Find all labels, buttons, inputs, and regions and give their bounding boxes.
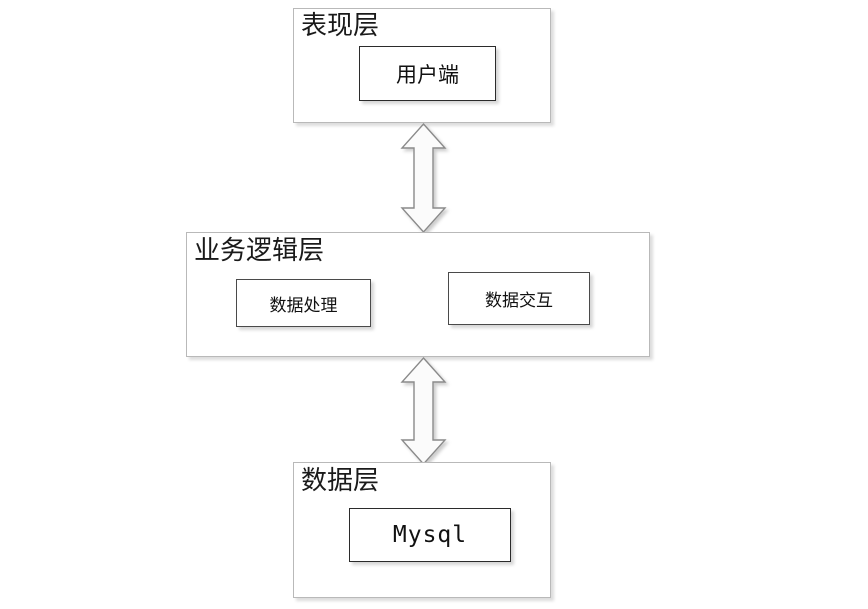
layer-title-data: 数据层	[301, 466, 380, 496]
connector-presentation-to-business[interactable]	[400, 122, 447, 234]
layer-title-presentation: 表现层	[301, 11, 380, 41]
component-label-client: 用户端	[396, 62, 459, 87]
component-label-data-interaction: 数据交互	[485, 291, 553, 311]
component-box-client[interactable]: 用户端	[359, 46, 496, 101]
component-box-data-processing[interactable]: 数据处理	[236, 279, 371, 327]
component-label-data-processing: 数据处理	[269, 295, 338, 316]
component-label-mysql: Mysql	[392, 522, 468, 548]
component-box-data-interaction[interactable]: 数据交互	[448, 272, 590, 325]
double-arrow-icon	[400, 122, 447, 234]
connector-business-to-data[interactable]	[400, 356, 447, 466]
component-box-mysql[interactable]: Mysql	[349, 508, 511, 562]
double-arrow-icon	[400, 356, 447, 466]
layer-title-business-logic: 业务逻辑层	[194, 236, 325, 266]
